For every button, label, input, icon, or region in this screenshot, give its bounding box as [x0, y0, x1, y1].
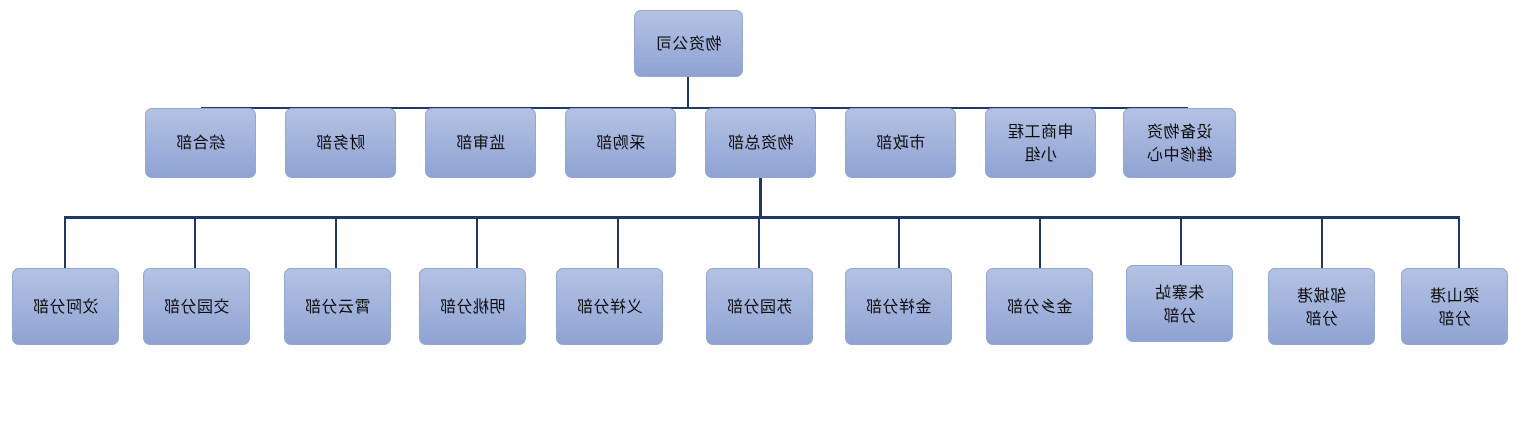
node-level3-8[interactable]: 明桃分部 [419, 268, 526, 345]
node-level3-4[interactable]: 金乡分部 [986, 268, 1093, 345]
node-root[interactable]: 物资公司 [634, 10, 743, 77]
connector-level3-drop-1 [1458, 216, 1460, 268]
connector-level3-drop-11 [64, 216, 66, 268]
node-level2-6-label: 监审部 [455, 133, 506, 152]
node-level3-5-label: 金祥分部 [865, 296, 932, 316]
connector-level3-drop-6 [758, 216, 760, 268]
connector-root-stem [687, 77, 689, 108]
connector-level3-stem [759, 178, 762, 218]
node-level3-4-label: 金乡分部 [1006, 296, 1073, 316]
node-level3-1-label-line1: 梁山港 [1429, 285, 1480, 305]
node-level2-5[interactable]: 采购部 [565, 108, 676, 178]
node-level2-6[interactable]: 监审部 [425, 108, 536, 178]
connector-level3-bus [64, 216, 1460, 219]
node-level3-5[interactable]: 金祥分部 [845, 268, 952, 345]
node-level3-8-label: 明桃分部 [439, 296, 506, 316]
node-level3-2-label-line1: 邹城港 [1296, 285, 1347, 305]
connector-level3-drop-4 [1039, 216, 1041, 268]
node-level3-1-label-line2: 分部 [1438, 308, 1472, 328]
node-level2-7[interactable]: 财务部 [285, 108, 396, 178]
node-level3-9[interactable]: 霄云分部 [284, 268, 391, 345]
connector-level3-drop-9 [335, 216, 337, 268]
node-level2-2[interactable]: 申商工程 小组 [985, 108, 1096, 178]
node-level2-4-label: 物资总部 [727, 133, 794, 152]
node-level3-9-label: 霄云分部 [304, 296, 371, 316]
node-level3-10[interactable]: 交园分部 [143, 268, 250, 345]
node-level3-3-label-line1: 朱寨站 [1154, 282, 1205, 302]
node-level3-7-label: 义祥分部 [576, 296, 643, 316]
node-level2-8-label: 综合部 [175, 133, 226, 152]
node-level3-3-label-line2: 分部 [1163, 305, 1197, 325]
connector-level3-drop-7 [617, 216, 619, 268]
node-level2-1-label-line1: 设备物资 [1146, 122, 1213, 141]
node-root-label: 物资公司 [655, 33, 722, 53]
node-level2-2-label-line2: 小组 [1024, 145, 1058, 164]
node-level3-2[interactable]: 邹城港 分部 [1268, 268, 1375, 345]
node-level3-2-label-line2: 分部 [1305, 308, 1339, 328]
node-level2-5-label: 采购部 [595, 133, 646, 152]
node-level2-8[interactable]: 综合部 [145, 108, 256, 178]
node-level2-2-label-line1: 申商工程 [1007, 122, 1074, 141]
node-level2-1[interactable]: 设备物资 维修中心 [1123, 108, 1236, 178]
node-level3-7[interactable]: 义祥分部 [556, 268, 663, 345]
node-level2-1-label-line2: 维修中心 [1146, 145, 1213, 164]
node-level2-4[interactable]: 物资总部 [705, 108, 816, 178]
node-level2-3[interactable]: 市政部 [845, 108, 956, 178]
node-level3-6[interactable]: 苏园分部 [706, 268, 813, 345]
node-level3-3[interactable]: 朱寨站 分部 [1126, 265, 1233, 342]
node-level3-1[interactable]: 梁山港 分部 [1401, 268, 1508, 345]
connector-level3-drop-10 [194, 216, 196, 268]
connector-level3-drop-3 [1180, 216, 1182, 268]
node-level3-11-label: 汶阿分部 [32, 296, 99, 316]
node-level2-3-label: 市政部 [875, 133, 926, 152]
node-level3-11[interactable]: 汶阿分部 [12, 268, 119, 345]
node-level2-7-label: 财务部 [315, 133, 366, 152]
connector-level3-drop-8 [476, 216, 478, 268]
connector-level3-drop-2 [1321, 216, 1323, 268]
node-level3-10-label: 交园分部 [163, 296, 230, 316]
node-level3-6-label: 苏园分部 [726, 296, 793, 316]
connector-level3-drop-5 [898, 216, 900, 268]
